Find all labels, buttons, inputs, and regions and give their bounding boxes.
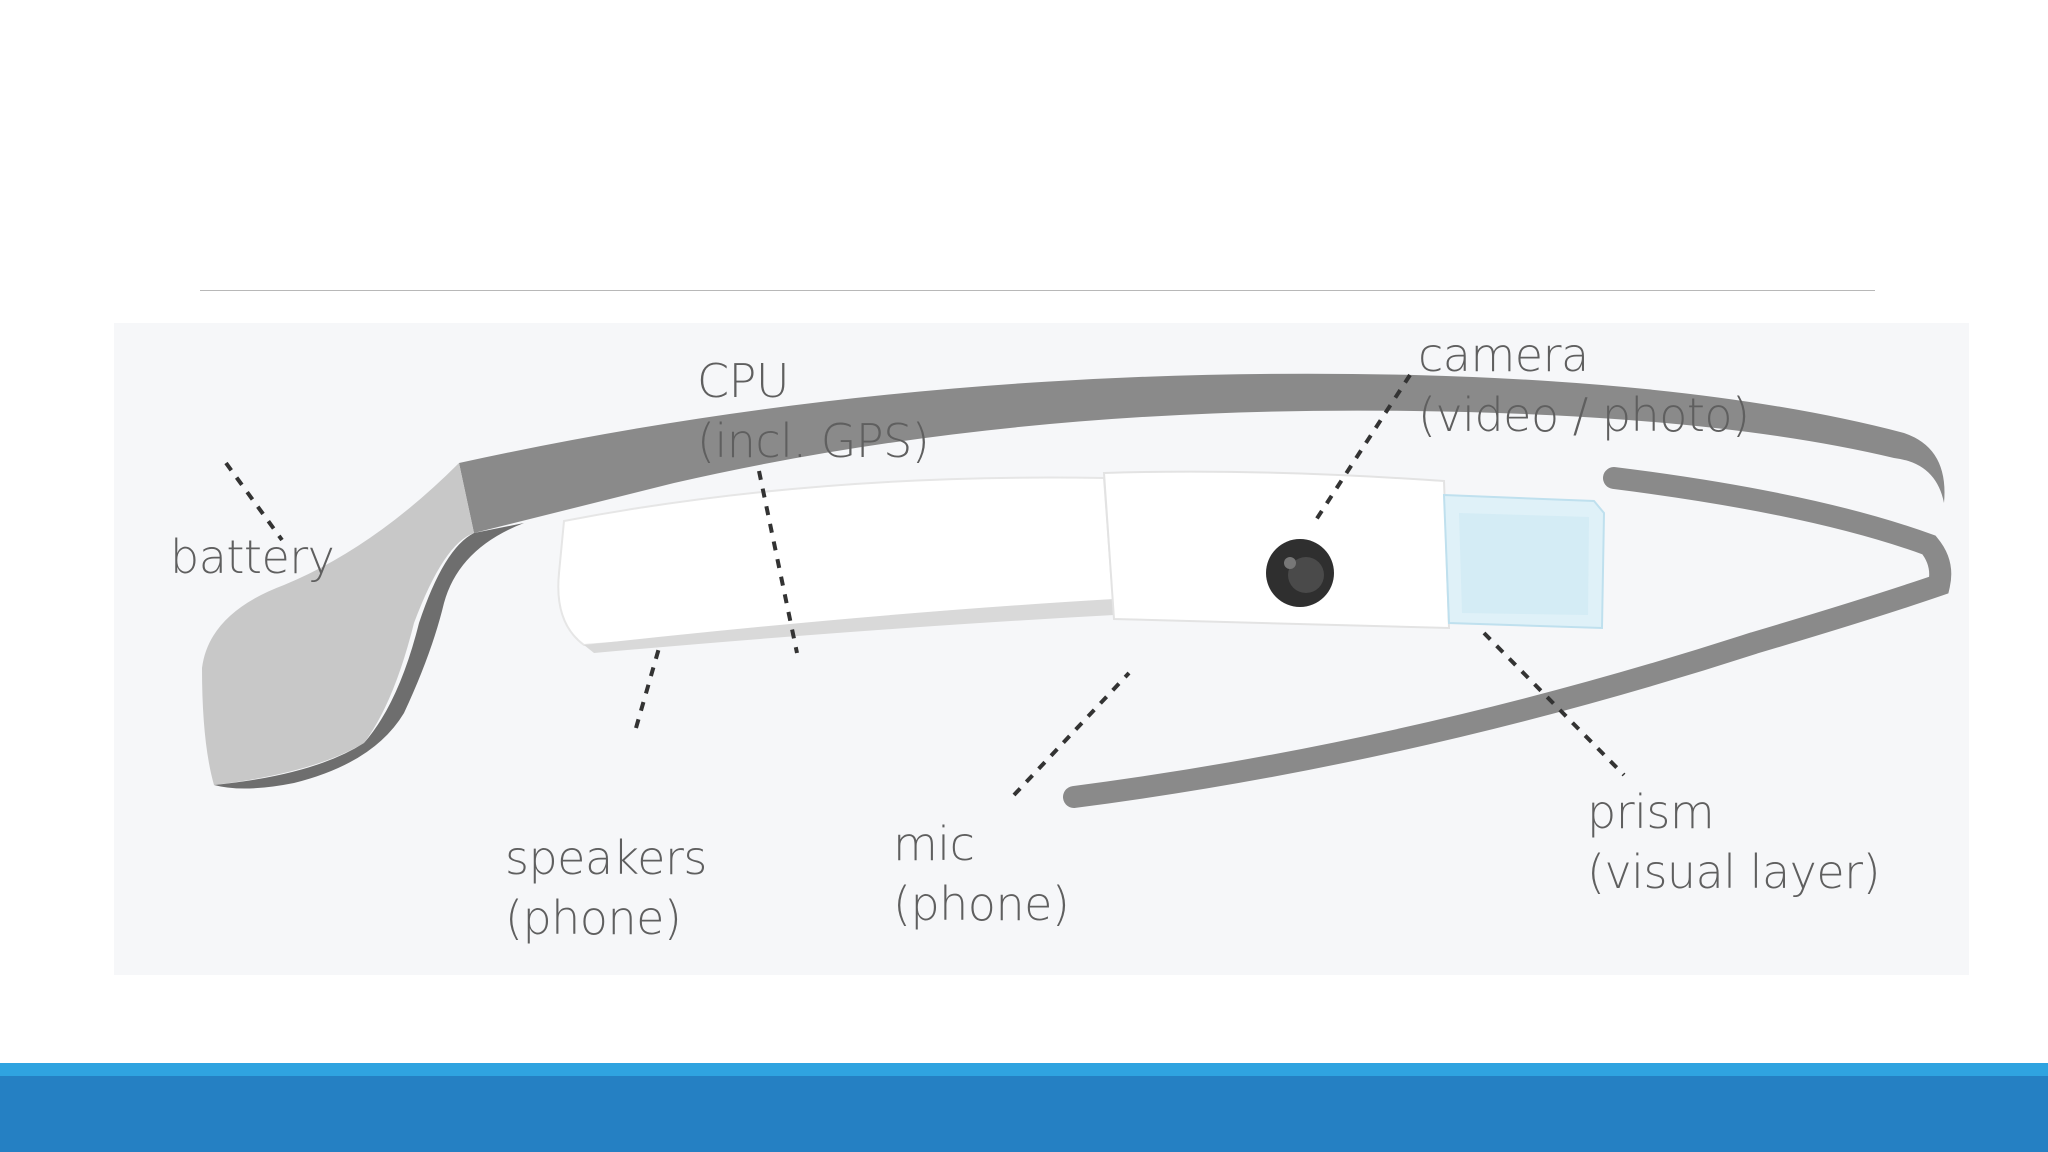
label-battery: battery	[170, 530, 335, 584]
label-prism-line1: prism	[1587, 785, 1715, 839]
speakers-leader	[634, 647, 661, 729]
label-prism-line2: (visual layer)	[1587, 845, 1881, 899]
housing-underside	[584, 599, 1114, 653]
label-cpu-line2: (incl. GPS)	[697, 414, 930, 468]
battery-pad-edge	[214, 523, 524, 789]
mic-leader	[1012, 671, 1131, 797]
label-camera: camera (video / photo)	[1418, 325, 1750, 445]
battery-leader	[224, 461, 284, 542]
title-divider	[200, 290, 1875, 291]
camera-lens-inner	[1288, 557, 1324, 593]
leader-lines	[224, 373, 1626, 797]
prism-leader	[1482, 631, 1626, 777]
label-mic-line1: mic	[893, 817, 975, 871]
battery-pad	[202, 463, 474, 785]
prism-inner	[1459, 513, 1589, 615]
label-speakers-line2: (phone)	[505, 891, 682, 945]
camera-lens-glint	[1284, 557, 1296, 569]
label-mic-line2: (phone)	[893, 877, 1070, 931]
rear-temple-arm	[1063, 467, 1952, 808]
label-speakers: speakers (phone)	[505, 828, 707, 948]
footer-accent-stripe	[0, 1063, 2048, 1076]
glass-illustration	[202, 373, 1952, 808]
label-cpu-line1: CPU	[697, 354, 790, 408]
frame-band	[459, 373, 1945, 533]
label-prism: prism (visual layer)	[1587, 782, 1881, 902]
label-cpu: CPU (incl. GPS)	[697, 351, 930, 471]
label-camera-line1: camera	[1418, 328, 1589, 382]
label-camera-line2: (video / photo)	[1418, 388, 1750, 442]
footer-bar	[0, 1076, 2048, 1152]
camera-leader	[1312, 373, 1412, 525]
label-speakers-line1: speakers	[505, 831, 707, 885]
google-glass-diagram	[114, 323, 1969, 975]
cpu-leader	[757, 470, 799, 654]
label-mic: mic (phone)	[893, 814, 1070, 934]
